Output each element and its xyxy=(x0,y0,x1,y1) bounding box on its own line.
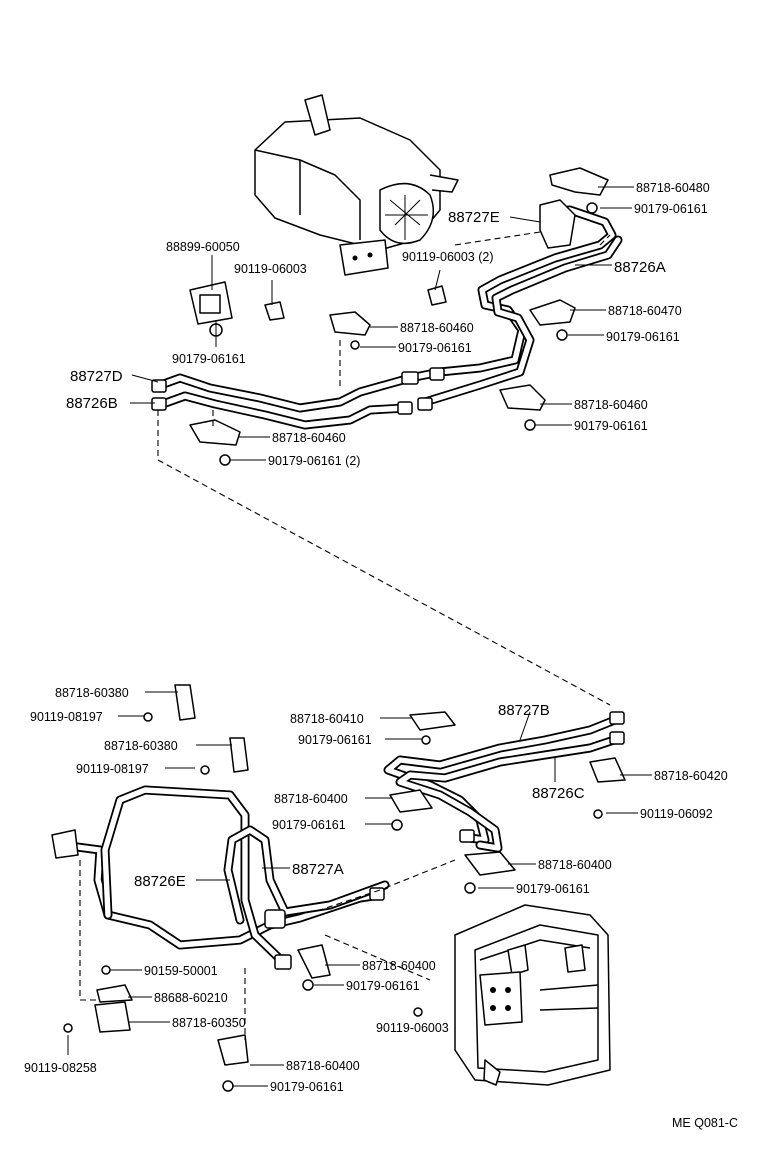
label-88718-60410: 88718-60410 xyxy=(290,712,364,726)
part-labels: 88718-60480 90179-06161 88727E 88726A 88… xyxy=(24,181,738,1130)
label-90179-06161: 90179-06161 xyxy=(272,818,346,832)
pipe-88727B-88726C xyxy=(383,711,625,853)
label-88688-60210: 88688-60210 xyxy=(154,991,228,1005)
label-90119-08197: 90119-08197 xyxy=(30,710,103,724)
leader-lines xyxy=(67,186,652,1087)
label-90119-06092: 90119-06092 xyxy=(640,807,713,821)
label-88718-60460: 88718-60460 xyxy=(272,431,346,445)
label-90179-06161: 90179-06161 xyxy=(270,1080,344,1094)
pipe-bottom-loop xyxy=(51,785,390,970)
bottom-clamps xyxy=(63,684,626,1092)
label-90119-08258: 90119-08258 xyxy=(24,1061,97,1075)
label-90179-06161: 90179-06161 xyxy=(516,882,590,896)
label-88899-60050: 88899-60050 xyxy=(166,240,240,254)
label-90179-06161: 90179-06161 xyxy=(346,979,420,993)
label-90119-06003-2: 90119-06003 (2) xyxy=(402,250,494,264)
label-88718-60400: 88718-60400 xyxy=(286,1059,360,1073)
label-88727D: 88727D xyxy=(70,368,123,385)
label-88718-60350: 88718-60350 xyxy=(172,1016,246,1030)
label-90119-08197: 90119-08197 xyxy=(76,762,149,776)
label-88727A: 88727A xyxy=(292,861,344,878)
label-88718-60460: 88718-60460 xyxy=(400,321,474,335)
label-90179-06161: 90179-06161 xyxy=(298,733,372,747)
label-90159-50001: 90159-50001 xyxy=(144,964,218,978)
label-88718-60380: 88718-60380 xyxy=(104,739,178,753)
label-88726E: 88726E xyxy=(134,873,186,890)
label-88726B: 88726B xyxy=(66,395,118,412)
label-88718-60460: 88718-60460 xyxy=(574,398,648,412)
label-90119-06003: 90119-06003 xyxy=(376,1021,449,1035)
blower-unit-top xyxy=(254,94,459,276)
label-90179-06161: 90179-06161 xyxy=(606,330,680,344)
label-88718-60400: 88718-60400 xyxy=(274,792,348,806)
label-90119-06003: 90119-06003 xyxy=(234,262,307,276)
label-90179-06161: 90179-06161 xyxy=(398,341,472,355)
diagram-code: ME Q081-C xyxy=(672,1116,738,1130)
dashed-connectors xyxy=(79,231,611,1040)
pipe-88727D-88726B xyxy=(151,199,623,430)
label-90179-06161: 90179-06161 xyxy=(634,202,708,216)
top-clamps xyxy=(189,167,609,466)
label-88718-60400: 88718-60400 xyxy=(538,858,612,872)
label-88718-60470: 88718-60470 xyxy=(608,304,682,318)
cooler-unit-bottom xyxy=(454,904,611,1086)
label-88718-60480: 88718-60480 xyxy=(636,181,710,195)
label-88726A: 88726A xyxy=(614,259,666,276)
label-88727B: 88727B xyxy=(498,702,550,719)
label-88727E: 88727E xyxy=(448,209,500,226)
label-90179-06161-2: 90179-06161 (2) xyxy=(268,454,360,468)
label-88726C: 88726C xyxy=(532,785,585,802)
label-88718-60400: 88718-60400 xyxy=(362,959,436,973)
label-88718-60420: 88718-60420 xyxy=(654,769,728,783)
label-90179-06161: 90179-06161 xyxy=(574,419,648,433)
label-90179-06161: 90179-06161 xyxy=(172,352,246,366)
label-88718-60380: 88718-60380 xyxy=(55,686,129,700)
